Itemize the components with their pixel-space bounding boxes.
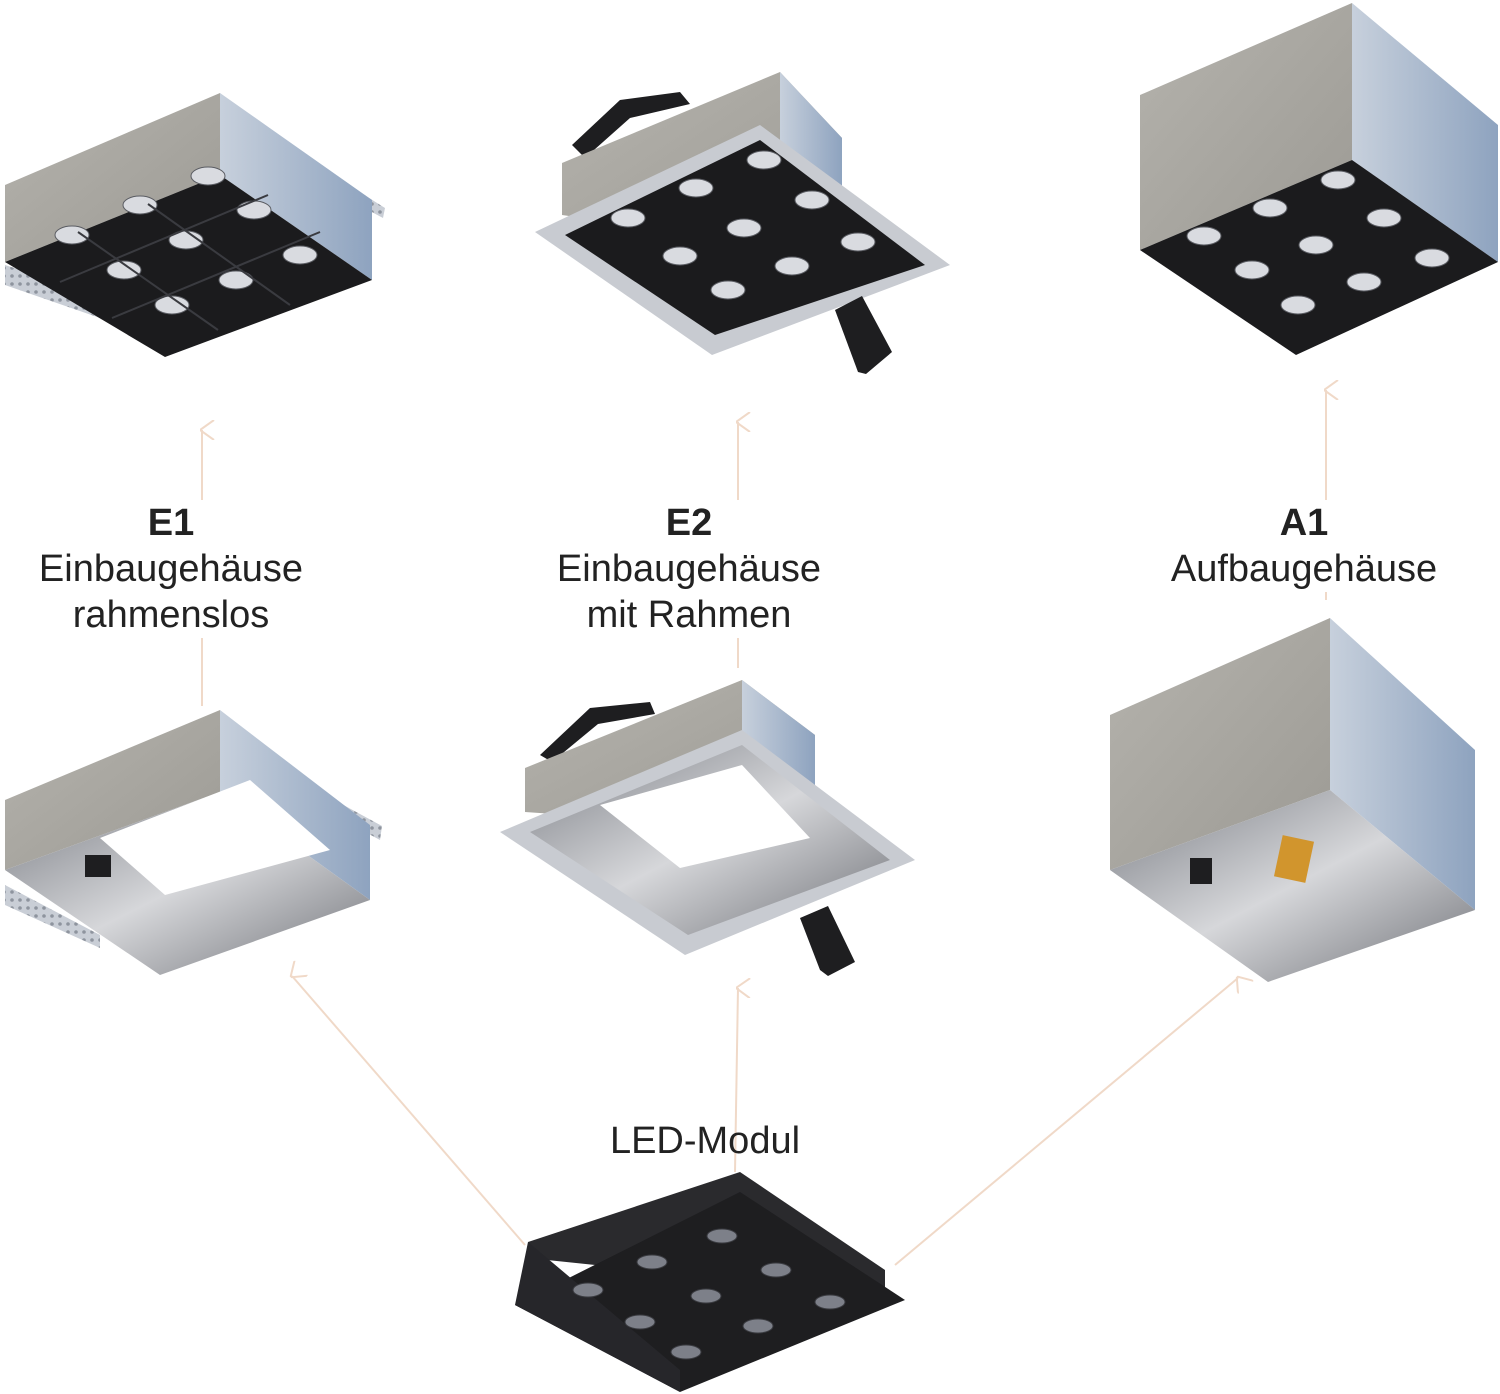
e2-housing-with-frame: [500, 680, 915, 976]
variant-line1: Einbaugehäuse: [38, 548, 304, 590]
variant-label-e1: E1 Einbaugehäuse rahmenslos: [20, 500, 322, 638]
e1-lens-grid: [54, 166, 318, 315]
led-module-label: LED-Modul: [609, 1120, 801, 1162]
a1-assembled-luminaire: [1140, 3, 1498, 355]
a1-housing-surface: [1110, 618, 1475, 982]
variant-code: E2: [665, 502, 713, 544]
arrow-module-to-e2: [734, 988, 738, 1173]
variant-label-a1: A1 Aufbaugehäuse: [1150, 500, 1458, 592]
led-module-lens-grid: [572, 1228, 846, 1360]
a1-lens-grid: [1186, 170, 1450, 315]
e2-assembled-luminaire: [535, 72, 950, 374]
e1-assembled-luminaire: [5, 93, 385, 357]
variant-line2: rahmenslos: [72, 594, 270, 636]
e2-lens-grid: [610, 150, 876, 300]
variant-code: E1: [147, 502, 195, 544]
variant-line2: mit Rahmen: [586, 594, 792, 636]
e1-housing-frameless: [5, 710, 382, 975]
variant-line1: Einbaugehäuse: [556, 548, 822, 590]
led-module: [515, 1172, 905, 1392]
arrow-module-to-e1: [292, 976, 526, 1246]
arrow-module-to-a1: [894, 978, 1238, 1266]
variant-line1: Aufbaugehäuse: [1170, 548, 1438, 590]
variant-code: A1: [1279, 502, 1329, 544]
variant-label-e2: E2 Einbaugehäuse mit Rahmen: [538, 500, 840, 638]
